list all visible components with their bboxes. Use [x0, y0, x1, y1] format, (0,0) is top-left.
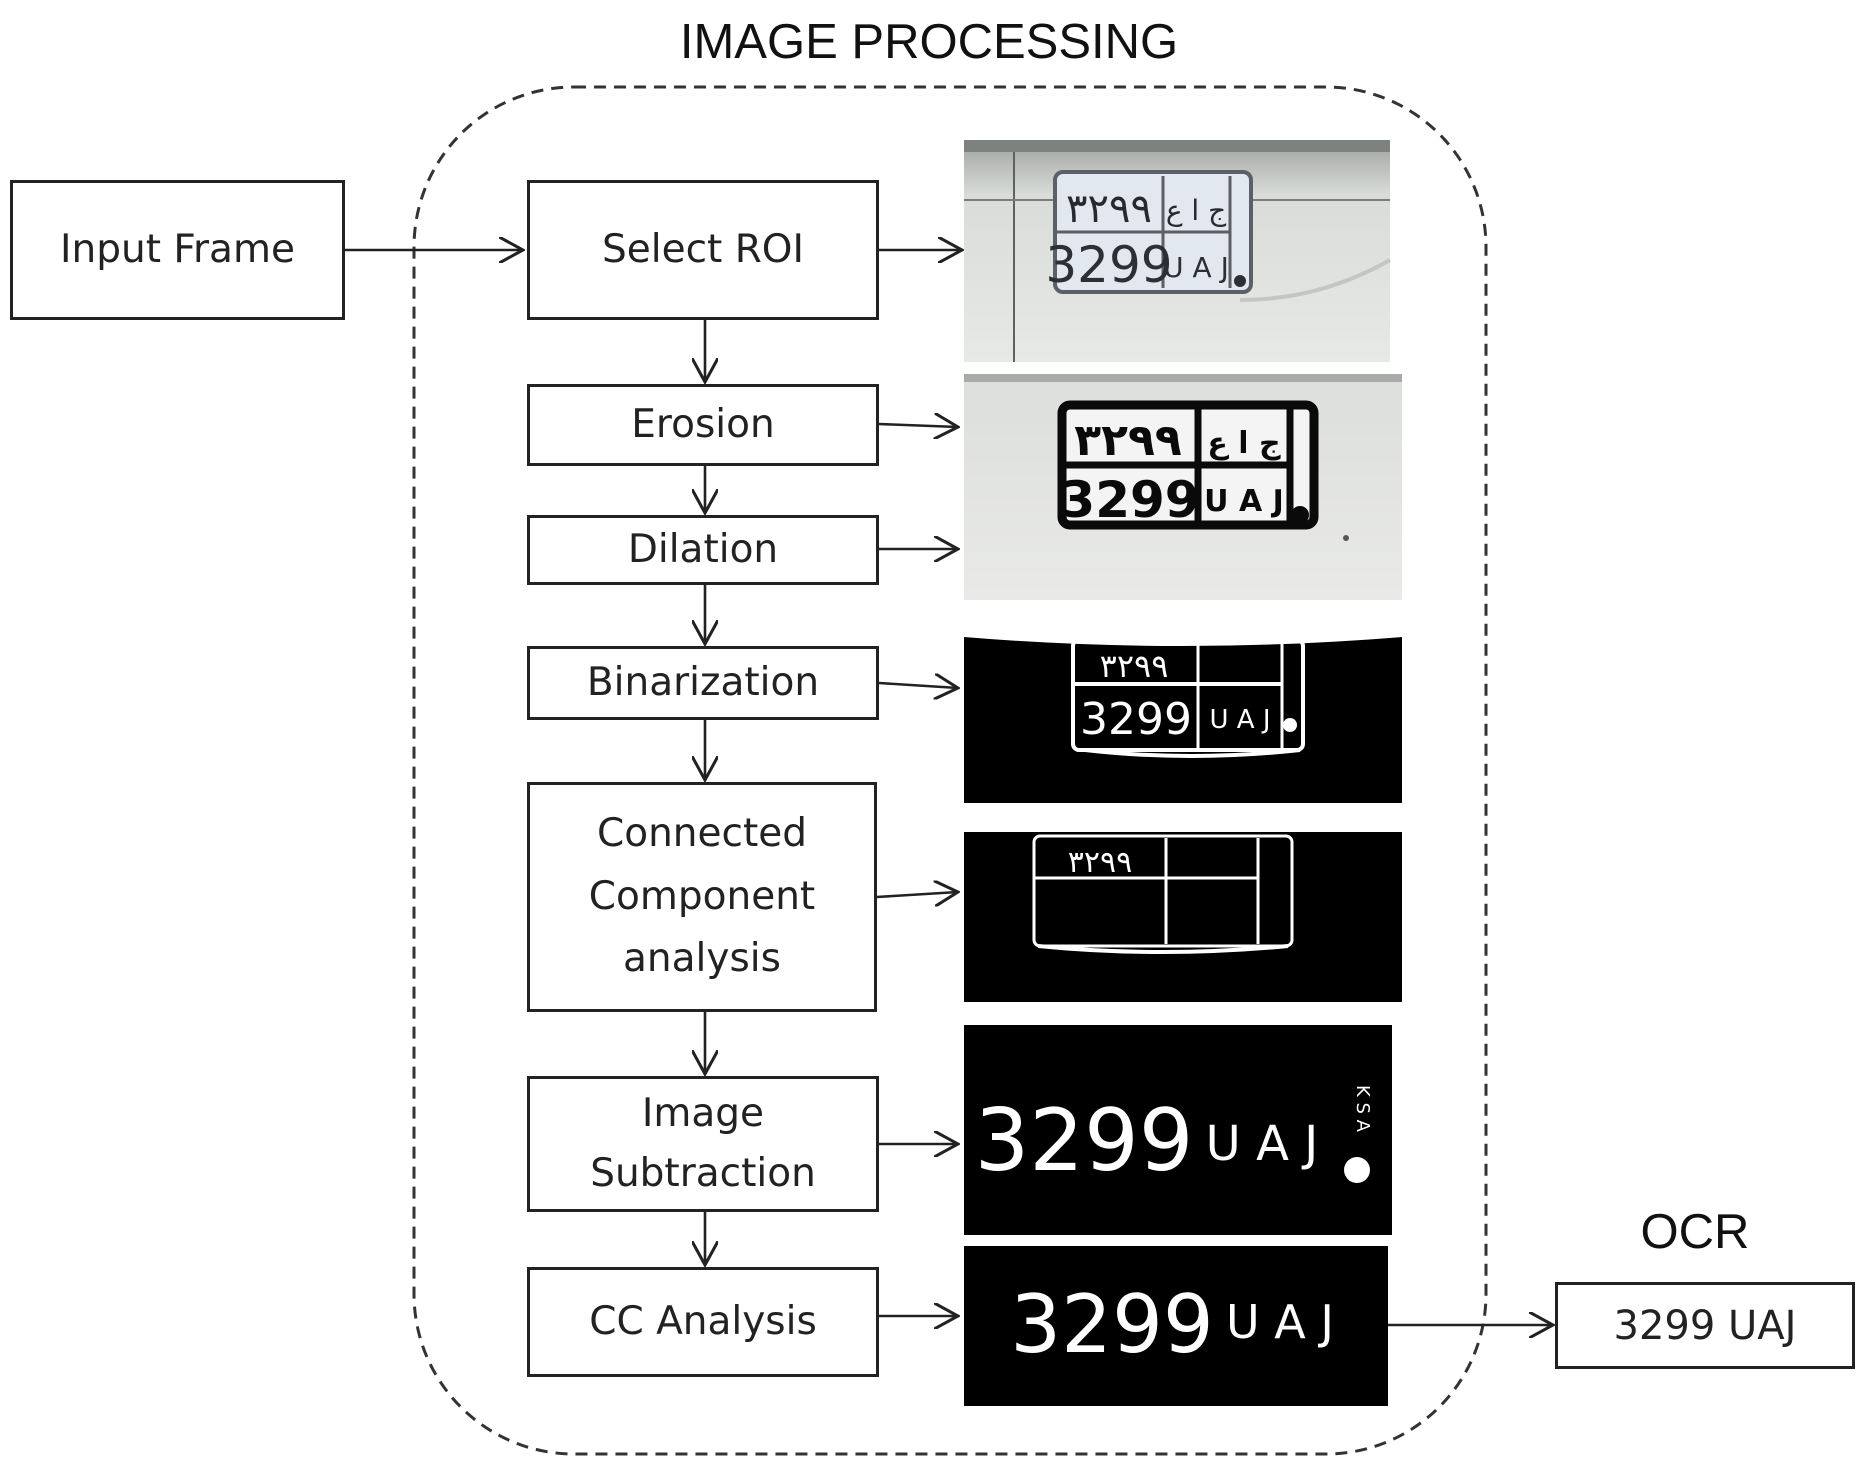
diagram-title: IMAGE PROCESSING: [679, 15, 1179, 69]
step-image-subtraction: Image Subtraction: [527, 1076, 879, 1212]
cc-plate-arabic-digits: ٣٢٩٩: [1068, 845, 1132, 880]
roi-plate-arabic-letters: ج ا ع: [1166, 194, 1227, 228]
sub-plate-digits: 3299: [975, 1091, 1194, 1191]
sub-plate-side-mark: K S A: [1352, 1085, 1373, 1133]
step-dilation: Dilation: [527, 515, 879, 585]
image-processing-container: [412, 85, 1488, 1456]
cc-analysis-result-image: 3299 U A J: [964, 1246, 1388, 1406]
input-frame-box: Input Frame: [10, 180, 345, 320]
cca-plate-letters: U A J: [1226, 1295, 1334, 1349]
step-image-subtraction-label: Image Subtraction: [590, 1090, 816, 1196]
morphology-result-image: ٣٢٩٩ ج ا ع 3299 U A J: [964, 374, 1402, 600]
bin-plate-letters: U A J: [1209, 705, 1270, 735]
step-select-roi: Select ROI: [527, 180, 879, 320]
morph-plate-digits: 3299: [1060, 471, 1199, 529]
step-select-roi-label: Select ROI: [601, 226, 804, 272]
step-dilation-label: Dilation: [627, 526, 779, 572]
step-cc-analysis: CC Analysis: [527, 1267, 879, 1377]
bin-plate-arabic-digits: ٣٢٩٩: [1100, 647, 1169, 685]
step-erosion: Erosion: [527, 384, 879, 466]
ocr-output-value: 3299 UAJ: [1613, 1302, 1797, 1349]
subtraction-result-image: 3299 U A J K S A: [964, 1025, 1392, 1235]
input-frame-label: Input Frame: [60, 226, 295, 272]
roi-plate-letters: U A J: [1163, 251, 1229, 284]
sub-plate-letters: U A J: [1206, 1116, 1319, 1172]
morph-plate-letters: U A J: [1204, 484, 1284, 519]
arrow-erosion-to-image: [878, 424, 958, 427]
roi-plate-digits: 3299: [1045, 236, 1172, 294]
step-binarization-label: Binarization: [586, 659, 820, 705]
arrow-binarization-to-image: [878, 683, 958, 688]
ocr-output-box: 3299 UAJ: [1555, 1282, 1855, 1369]
binarization-result-image: ٣٢٩٩ 3299 U A J: [964, 630, 1402, 803]
cca-plate-digits: 3299: [1010, 1278, 1214, 1371]
arrow-cc-to-image: [876, 892, 958, 897]
connected-component-result-image: ٣٢٩٩: [964, 822, 1402, 1002]
step-erosion-label: Erosion: [631, 401, 775, 447]
bin-plate-digits: 3299: [1080, 694, 1192, 745]
roi-plate-arabic-digits: ٣٢٩٩: [1066, 186, 1152, 232]
step-connected-component: Connected Component analysis: [527, 782, 877, 1012]
ocr-label: OCR: [1640, 1205, 1750, 1259]
roi-result-image: ٣٢٩٩ ج ا ع 3299 U A J: [964, 140, 1391, 362]
morph-plate-arabic-letters: ج ا ع: [1207, 426, 1281, 461]
step-binarization: Binarization: [527, 646, 879, 720]
step-connected-component-label: Connected Component analysis: [588, 811, 816, 982]
step-cc-analysis-label: CC Analysis: [589, 1298, 817, 1344]
morph-plate-arabic-digits: ٣٢٩٩: [1074, 415, 1181, 466]
